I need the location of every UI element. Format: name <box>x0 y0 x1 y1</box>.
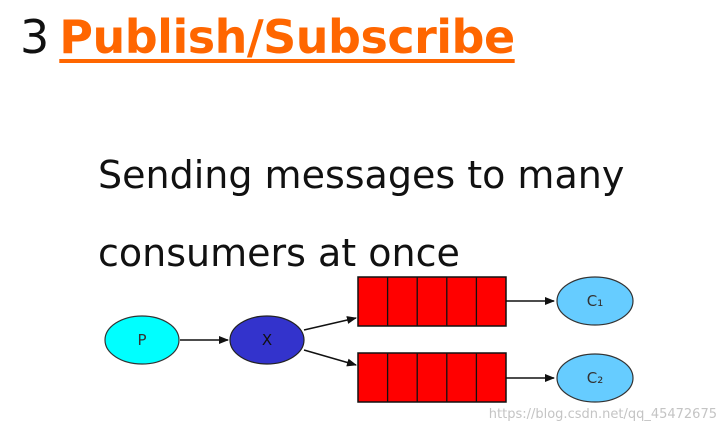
producer-node: P <box>104 315 180 365</box>
subtitle-line-2: consumers at once <box>98 231 460 275</box>
queue-1 <box>357 276 507 327</box>
consumer-2-label: C₂ <box>587 369 604 387</box>
edge-x-to-queue-2 <box>303 349 357 367</box>
title-link[interactable]: Publish/Subscribe <box>59 10 515 64</box>
exchange-node: X <box>229 315 305 365</box>
subtitle-line-1: Sending messages to many <box>98 153 625 197</box>
consumer-2-shape <box>556 353 634 403</box>
producer-label: P <box>137 331 146 349</box>
consumer-1-label: C₁ <box>587 292 604 310</box>
producer-shape <box>104 315 180 365</box>
consumer-1-node: C₁ <box>556 276 634 326</box>
watermark: https://blog.csdn.net/qq_45472675 <box>488 407 717 422</box>
queue-1-body <box>357 276 507 327</box>
consumer-1-shape <box>556 276 634 326</box>
queue-2 <box>357 352 507 403</box>
queue-2-body <box>357 352 507 403</box>
consumer-2-node: C₂ <box>556 353 634 403</box>
exchange-label: X <box>262 331 272 349</box>
edge-x-to-queue-1 <box>303 316 357 331</box>
slide-subtitle: Sending messages to many consumers at on… <box>98 136 698 292</box>
section-number: 3 <box>20 10 50 64</box>
exchange-shape <box>229 315 305 365</box>
